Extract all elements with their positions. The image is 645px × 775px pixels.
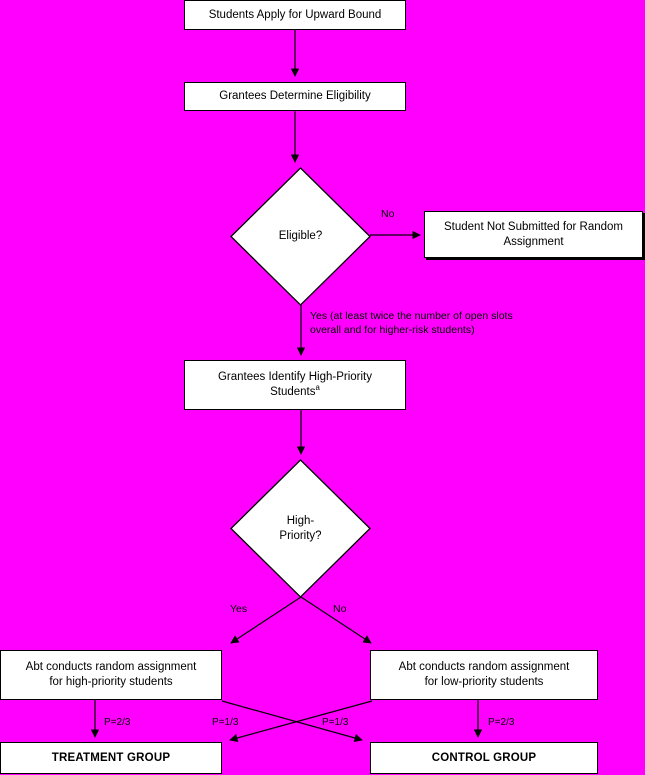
- node-grantees-identify-high-priority[interactable]: Grantees Identify High-Priority Students…: [184, 360, 406, 410]
- node-students-apply[interactable]: Students Apply for Upward Bound: [184, 0, 406, 30]
- node-student-not-submitted[interactable]: Student Not Submitted for Random Assignm…: [424, 211, 643, 258]
- footnote-marker-a: a: [315, 383, 320, 393]
- edge-label-low-to-treatment-prob: P=1/3: [212, 717, 239, 728]
- edge-label-priority-yes: Yes: [230, 603, 248, 615]
- node-high-priority-decision[interactable]: High- Priority?: [230, 459, 371, 598]
- node-abt-random-assignment-low-label: Abt conducts random assignment for low-p…: [398, 661, 570, 688]
- node-control-group[interactable]: CONTROL GROUP: [370, 742, 598, 774]
- node-eligible-decision[interactable]: Eligible?: [230, 167, 371, 306]
- node-grantees-determine-eligibility-label: Grantees Determine Eligibility: [219, 90, 371, 102]
- node-grantees-identify-high-priority-label: Grantees Identify High-Priority Students…: [214, 370, 376, 400]
- node-students-apply-label: Students Apply for Upward Bound: [208, 8, 382, 21]
- node-grantees-identify-high-priority-text: Grantees Identify High-Priority Students: [217, 371, 373, 398]
- node-abt-random-assignment-high-label: Abt conducts random assignment for high-…: [25, 661, 197, 688]
- edge-label-low-to-control-prob: P=2/3: [488, 717, 515, 728]
- node-abt-random-assignment-low[interactable]: Abt conducts random assignment for low-p…: [370, 650, 598, 700]
- edge-label-high-to-treatment-prob: P=2/3: [104, 717, 131, 728]
- node-grantees-determine-eligibility[interactable]: Grantees Determine Eligibility: [184, 82, 406, 111]
- edge-label-high-to-control-prob: P=1/3: [322, 717, 349, 728]
- edge-label-eligible-yes: Yes (at least twice the number of open s…: [310, 310, 513, 336]
- edge-label-eligible-no: No: [381, 208, 395, 220]
- node-treatment-group[interactable]: TREATMENT GROUP: [0, 742, 222, 774]
- node-abt-random-assignment-high[interactable]: Abt conducts random assignment for high-…: [0, 650, 222, 700]
- edge-label-priority-no: No: [333, 603, 347, 615]
- node-control-group-label: CONTROL GROUP: [431, 751, 537, 764]
- node-high-priority-decision-label: High- Priority?: [279, 514, 322, 542]
- node-treatment-group-label: TREATMENT GROUP: [51, 751, 171, 764]
- node-eligible-decision-label: Eligible?: [278, 230, 323, 242]
- edge-abt-low-to-treatment: [229, 700, 373, 743]
- node-student-not-submitted-label: Student Not Submitted for Random Assignm…: [444, 220, 623, 248]
